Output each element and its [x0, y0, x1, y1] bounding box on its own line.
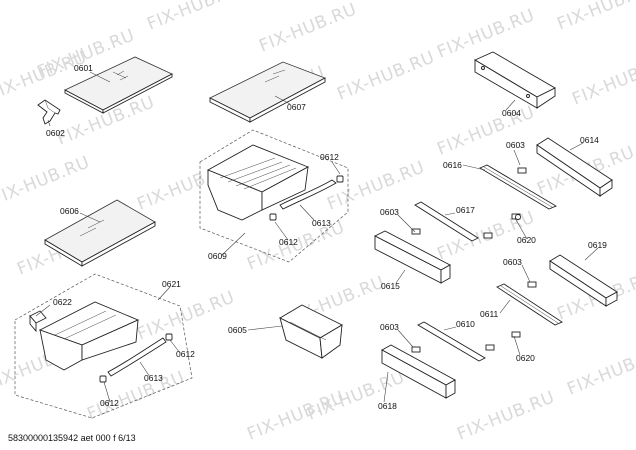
- label-0603: 0603: [506, 140, 525, 150]
- leader-lines: [35, 71, 599, 403]
- bracket-0602: [37, 99, 61, 125]
- watermark: FIX-HUB.RU: [564, 342, 636, 399]
- watermark: FIX-HUB.RU: [569, 52, 636, 109]
- slide-rail-assembly-mid: [374, 201, 493, 284]
- label-0612: 0612: [320, 152, 339, 162]
- watermark: FIX-HUB.RU: [144, 0, 247, 35]
- slide-rail-assembly-top: [479, 137, 613, 220]
- label-0609: 0609: [208, 251, 227, 261]
- label-0615: 0615: [381, 281, 400, 291]
- label-0601: 0601: [74, 63, 93, 73]
- label-0613: 0613: [312, 218, 331, 228]
- watermark: FIX-HUB.RU: [554, 0, 636, 35]
- label-0602: 0602: [46, 128, 65, 138]
- label-0616: 0616: [443, 160, 462, 170]
- part-labels: 0601 0602 0607 0604 0612 0613 0612 0609 …: [46, 63, 607, 411]
- label-0603: 0603: [503, 257, 522, 267]
- bin-0605: [279, 304, 343, 359]
- label-0612: 0612: [100, 398, 119, 408]
- label-0620: 0620: [516, 353, 535, 363]
- glass-shelf-0606: [44, 199, 156, 267]
- glass-shelf-0607: [209, 61, 326, 123]
- watermark: FIX-HUB.RU: [454, 387, 557, 444]
- channel-0604: [474, 51, 556, 109]
- watermark: FIX-HUB.RU: [256, 0, 359, 57]
- label-0614: 0614: [580, 135, 599, 145]
- label-0607: 0607: [287, 102, 306, 112]
- label-0603: 0603: [380, 207, 399, 217]
- label-0612: 0612: [176, 349, 195, 359]
- crisper-assembly-0609: [199, 129, 349, 263]
- watermark: FIX-HUB.RU: [0, 152, 93, 209]
- label-0604: 0604: [502, 108, 521, 118]
- label-0603: 0603: [380, 322, 399, 332]
- watermark: FIX-HUB.RU: [434, 102, 537, 159]
- label-0605: 0605: [228, 325, 247, 335]
- label-0606: 0606: [60, 206, 79, 216]
- label-0621: 0621: [162, 279, 181, 289]
- crisper-assembly-0621: [14, 273, 193, 419]
- label-0613: 0613: [144, 373, 163, 383]
- watermark: FIX-HUB.RU: [434, 5, 537, 62]
- label-0611: 0611: [480, 309, 499, 319]
- watermark: FIX-HUB.RU: [334, 47, 437, 104]
- label-0620: 0620: [517, 235, 536, 245]
- slide-rail-assembly-right: [496, 254, 618, 338]
- slide-rail-assembly-bottom: [381, 321, 495, 399]
- label-0610: 0610: [456, 319, 475, 329]
- label-0619: 0619: [588, 240, 607, 250]
- glass-shelf-0601: [64, 56, 173, 114]
- label-0617: 0617: [456, 205, 475, 215]
- label-0622: 0622: [53, 297, 72, 307]
- label-0618: 0618: [378, 401, 397, 411]
- watermark: FIX-HUB.RU: [134, 287, 237, 344]
- watermark: FIX-HUB.RU: [324, 157, 427, 214]
- footer-document-id: 58300000135942 aet 000 f 6/13: [8, 433, 136, 443]
- label-0612: 0612: [279, 237, 298, 247]
